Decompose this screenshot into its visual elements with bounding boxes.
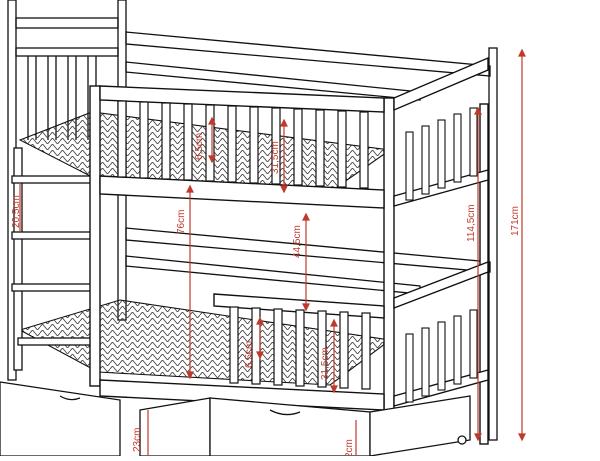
dim-upper-bed-height: 114,5cm (466, 204, 477, 242)
dim-rail-height-bottom: 31,5cm (320, 347, 331, 380)
dim-bunk-clearance-front: 76cm (176, 210, 187, 234)
right-side-slats-lower (405, 309, 478, 403)
dim-total-height: 171cm (510, 206, 521, 236)
dim-drawer-partial: 2cm (344, 439, 355, 456)
right-side-slats-upper (405, 107, 478, 201)
dimension-lines (19, 48, 526, 456)
dim-ladder-step: 20,5cm (11, 195, 22, 228)
dim-drawer-height: 23cm (132, 428, 143, 452)
dim-bunk-clearance-middle: 44,5cm (292, 225, 303, 258)
dim-rail-height-top: 31,5cm (270, 141, 281, 174)
dim-rail-gap-bottom: 6,5cm (244, 341, 255, 368)
dim-rail-gap-top: 6,5cm (194, 133, 205, 160)
upper-front-slats (117, 100, 369, 189)
drawers (0, 381, 471, 457)
